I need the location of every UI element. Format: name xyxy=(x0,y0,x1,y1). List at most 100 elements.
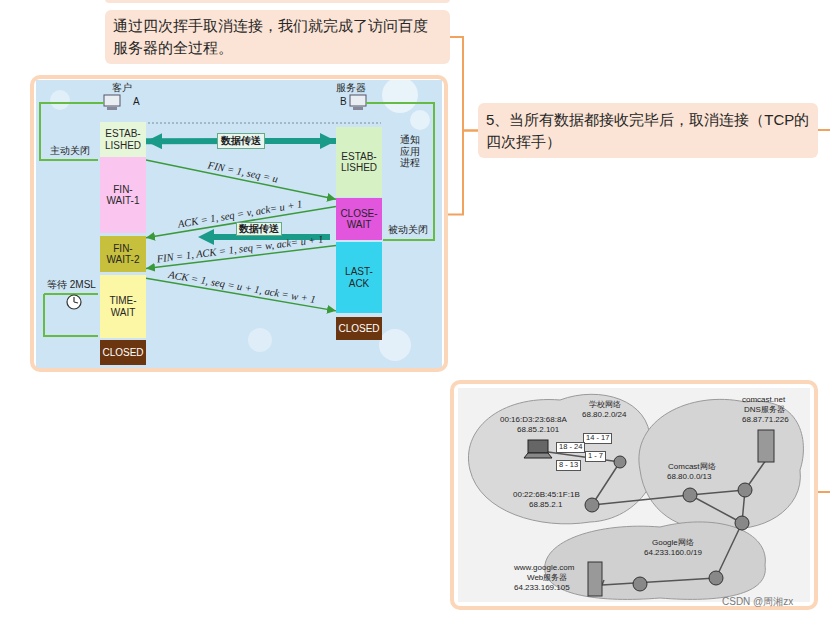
host-symbol xyxy=(524,453,552,458)
mind-map-link xyxy=(448,131,478,215)
router-symbol xyxy=(633,577,647,591)
topic-text: 5、当所有数据都接收完毕后，取消连接（TCP的四次挥手） xyxy=(486,109,810,153)
ip-address: 68.85.2.1 xyxy=(529,500,562,509)
edge-label-wrap: FIN = 1, seq = u xyxy=(207,159,279,184)
label-wrap: comcast.net xyxy=(742,395,785,404)
panel-heading: 客户 xyxy=(112,82,132,94)
state-box: TIME- WAIT xyxy=(100,275,146,338)
edge-label-wrap: 数据传送 xyxy=(217,133,265,149)
state-box: CLOSED xyxy=(100,340,146,365)
tcp-background xyxy=(379,329,411,361)
image-panel: 客户 服务器 ESTAB- LISHED FIN- WAIT-1FIN- WAIT-2… xyxy=(30,75,448,372)
state-name: FIN- WAIT-1 xyxy=(101,184,145,207)
label-wrap: Google网络 xyxy=(652,538,694,547)
message-arrow xyxy=(146,138,336,144)
state-name: LAST- ACK xyxy=(337,266,381,289)
label-wrap: 18 - 24 xyxy=(556,442,585,453)
network-link xyxy=(548,452,766,585)
message-arrow xyxy=(146,246,336,269)
label-wrap: B xyxy=(340,96,347,108)
network-cloud xyxy=(639,399,804,528)
edge-label: FIN = 1, ACK = 1, seq = w, ack= u + 1 xyxy=(156,234,324,265)
label-wrap: Comcast网络 xyxy=(668,462,716,471)
edge-label: ACK = 1, seq = u + 1, ack = w + 1 xyxy=(168,269,317,305)
edge-label-wrap: FIN = 1, ACK = 1, seq = w, ack= u + 1 xyxy=(156,234,324,265)
mind-map-decor xyxy=(818,129,830,131)
label-wrap: 被动关闭 xyxy=(388,224,428,236)
edge-label: FIN = 1, seq = u xyxy=(207,159,279,184)
tcp-background xyxy=(36,80,442,368)
host-name: comcast.net xyxy=(742,395,785,404)
computer-icon xyxy=(353,107,363,110)
clock-icon xyxy=(74,297,78,303)
server-name: Web服务器 xyxy=(527,573,567,582)
message-arrow xyxy=(146,278,336,311)
network-name: 学校网络 xyxy=(589,400,621,409)
label-wrap: 68.85.2.101 xyxy=(517,425,559,434)
ip-address: 64.233.169.105 xyxy=(514,583,570,592)
data-arrow xyxy=(198,229,330,245)
panel-frame xyxy=(458,388,810,602)
network-name: Google网络 xyxy=(652,538,694,547)
state-box: ESTAB- LISHED xyxy=(336,127,382,197)
guide-line xyxy=(40,103,104,160)
label-wrap: 00:16:D3:23:68:8A xyxy=(500,415,567,424)
callout-letter: A xyxy=(133,96,140,108)
router-symbol xyxy=(709,571,723,585)
ip-address: 68.85.2.101 xyxy=(517,425,559,434)
state-name: CLOSED xyxy=(337,323,381,335)
mind-map-decor xyxy=(818,491,830,493)
label-wrap: Web服务器 xyxy=(527,573,567,582)
message-arrow xyxy=(146,160,336,199)
label-wrap: 8 - 13 xyxy=(556,460,581,471)
state-name: FIN- WAIT-2 xyxy=(101,243,145,266)
state-box: FIN- WAIT-1 xyxy=(100,157,146,233)
panel-heading-wrap: 服务器 xyxy=(336,82,366,94)
label-wrap: 68.80.0.0/13 xyxy=(667,472,711,481)
panel-frame xyxy=(452,382,816,608)
ip-prefix: 64.233.160.0/19 xyxy=(644,548,702,557)
label-wrap: 主动关闭 xyxy=(50,145,90,157)
edge-label: 数据传送 xyxy=(217,133,265,149)
host-symbol xyxy=(588,562,602,596)
label-wrap: 学校网络 xyxy=(589,400,621,409)
guide-line xyxy=(44,294,98,336)
tcp-background xyxy=(410,110,430,130)
topic-box: 5、当所有数据都接收完毕后，取消连接（TCP的四次挥手） xyxy=(478,103,818,158)
network-cloud xyxy=(468,394,803,599)
data-arrow xyxy=(212,234,330,240)
packet-range: 1 - 7 xyxy=(585,451,606,462)
mind-map-link xyxy=(450,37,478,131)
topic-box: 通过四次挥手取消连接，我们就完成了访问百度服务器的全过程。 xyxy=(105,10,450,64)
network-link xyxy=(548,452,766,585)
label-wrap: 1 - 7 xyxy=(585,451,606,462)
tcp-background xyxy=(248,328,272,352)
host-symbol xyxy=(758,430,774,462)
flow-label: 数据传送 xyxy=(236,222,282,236)
edge-label: ACK = 1, seq = v, ack= u + 1 xyxy=(177,199,303,230)
host-symbol xyxy=(528,440,548,453)
message-arrow xyxy=(146,206,336,237)
label-wrap: 64.233.160.0/19 xyxy=(644,548,702,557)
state-box: LAST- ACK xyxy=(336,242,382,313)
computer-icon xyxy=(107,107,117,110)
router-symbol xyxy=(585,498,599,512)
callout-letter: B xyxy=(340,96,347,108)
edge-label-wrap: ACK = 1, seq = u + 1, ack = w + 1 xyxy=(168,269,317,305)
host-symbol xyxy=(524,430,774,596)
state-name: ESTAB- LISHED xyxy=(337,151,381,174)
host-name: www.google.com xyxy=(514,563,574,572)
network-name: Comcast网络 xyxy=(668,462,716,471)
guide-line xyxy=(44,293,98,295)
label-wrap: CSDN @周湘zx xyxy=(722,596,793,608)
tcp-background xyxy=(50,90,70,110)
computer-icon xyxy=(104,95,366,110)
ip-address: 68.87.71.226 xyxy=(742,415,789,424)
state-box: ESTAB- LISHED xyxy=(100,122,146,157)
label-wrap: www.google.com xyxy=(514,563,574,572)
router-symbol xyxy=(585,456,752,591)
network-cloud xyxy=(545,522,766,599)
server-name: DNS服务器 xyxy=(744,405,785,414)
mac-address: 00:22:6B:45:1F:1B xyxy=(513,490,580,499)
ip-prefix: 68.80.2.0/24 xyxy=(582,410,626,419)
